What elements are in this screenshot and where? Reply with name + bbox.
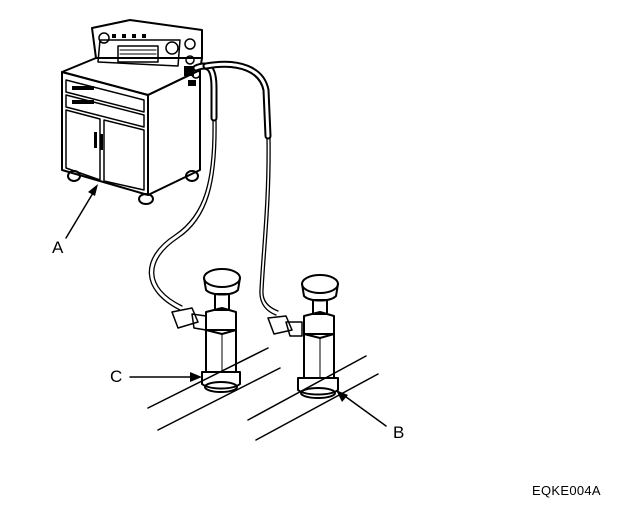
callout-label-c: C (110, 367, 123, 386)
callout-label-a: A (52, 238, 64, 257)
arrowhead-a (88, 184, 98, 196)
hydraulic-hoses (148, 60, 279, 316)
test-console (61, 19, 203, 205)
arrowhead-c (190, 372, 202, 382)
leader-arrows (65, 184, 387, 427)
jack-left (171, 268, 241, 393)
arrowhead-b (336, 390, 348, 402)
figure-code: EQKE004A (532, 483, 601, 498)
callout-label-b: B (393, 423, 405, 442)
floor-lines (147, 347, 379, 441)
jack-right (267, 274, 339, 399)
